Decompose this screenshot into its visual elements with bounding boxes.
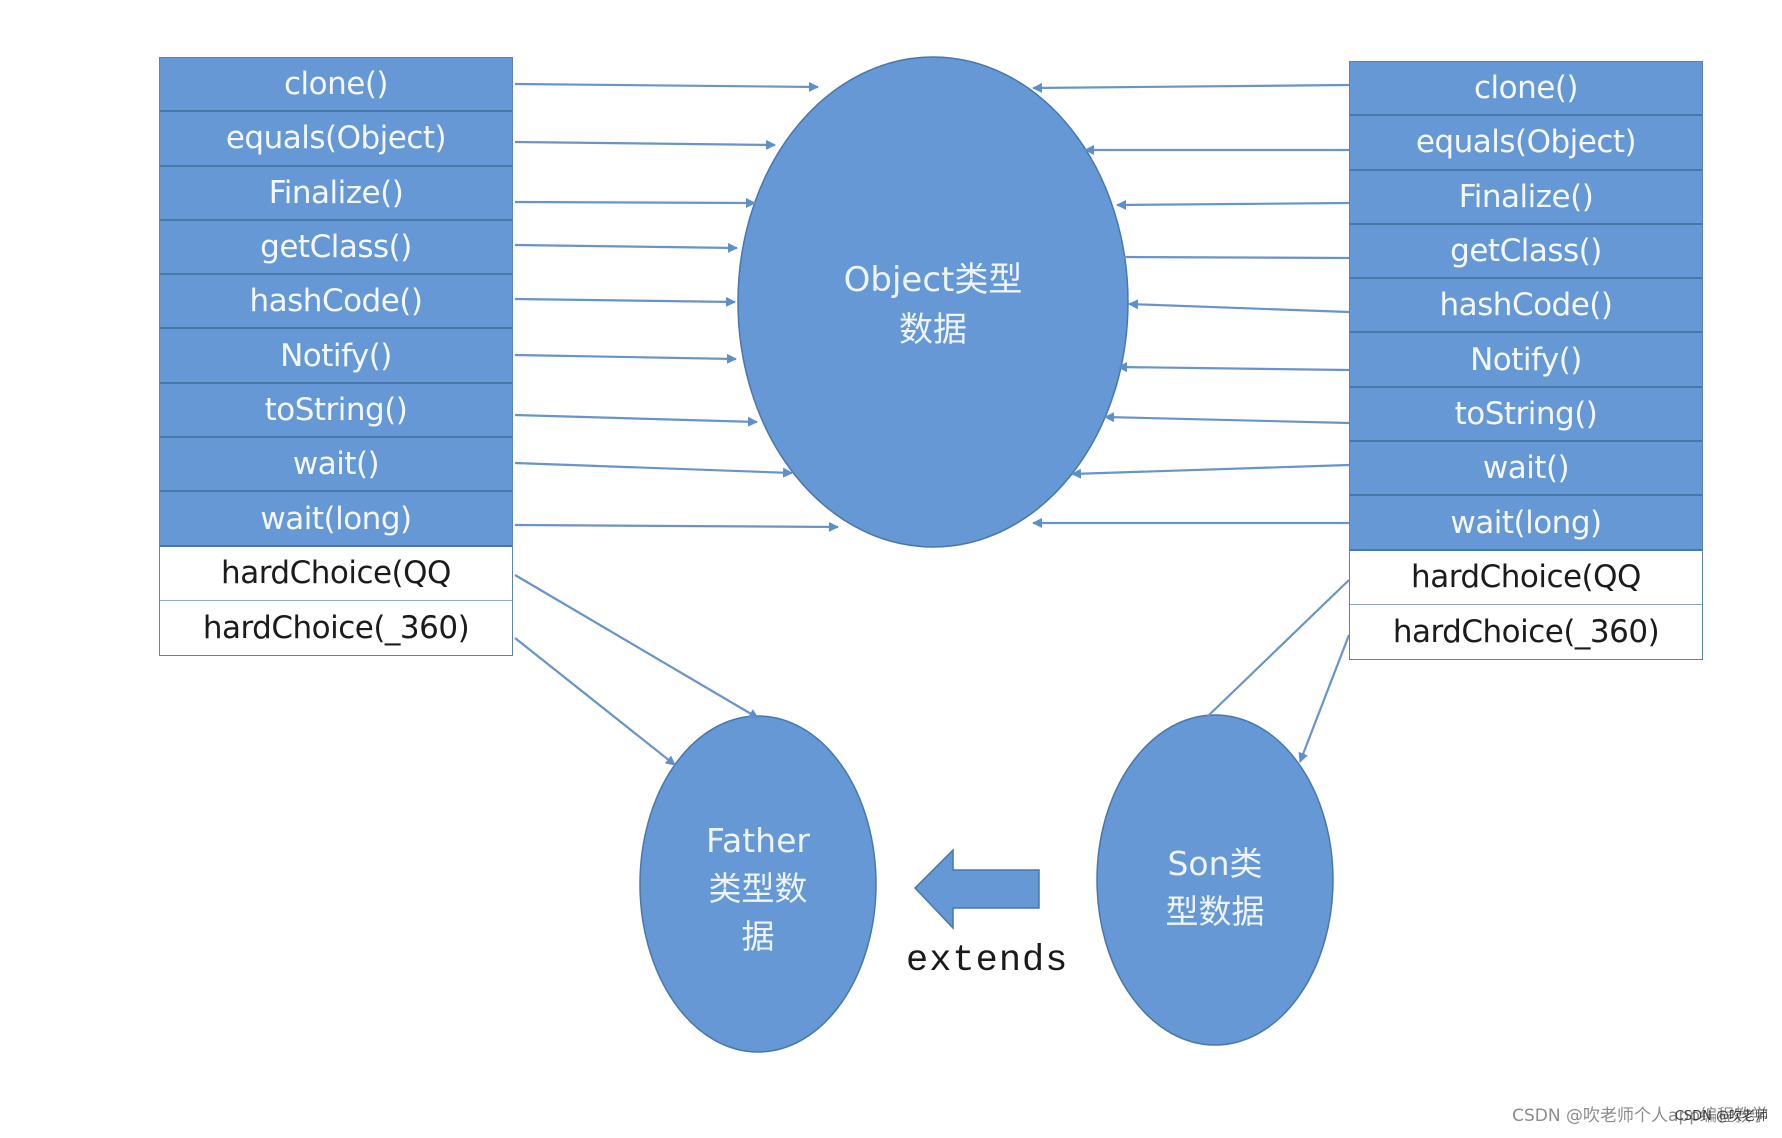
- method-row: equals(Object): [160, 112, 512, 167]
- son-ellipse: [1096, 714, 1334, 1046]
- own-method-row: hardChoice(QQ: [1350, 550, 1702, 605]
- object-label-line1: Object类型: [843, 260, 1023, 300]
- connector-finalize-left: [514, 197, 756, 208]
- method-row: clone(): [160, 58, 512, 113]
- own-method-row: hardChoice(_360): [1350, 604, 1702, 660]
- method-row: hashCode(): [160, 275, 512, 330]
- father-label-line2: 类型数: [708, 869, 808, 908]
- own-method-row: hardChoice(QQ: [160, 546, 512, 601]
- connector-hardchoice-qq-father: [514, 574, 759, 719]
- method-row: wait(): [160, 438, 512, 493]
- connector-hashcode-right: [1128, 299, 1350, 314]
- watermark-overlay: CSDN @吹老师: [1674, 1109, 1768, 1124]
- son-to-object-connectors: [1032, 82, 1350, 528]
- method-row: Notify(): [1350, 333, 1702, 388]
- son-label-line2: 型数据: [1165, 892, 1265, 931]
- method-row: wait(long): [1350, 496, 1702, 551]
- father-label-line3: 据: [741, 917, 775, 956]
- method-row: Finalize(): [160, 166, 512, 221]
- method-row: Notify(): [160, 329, 512, 384]
- son-node-label: Son类 型数据: [1166, 840, 1265, 936]
- connector-tostring-right: [1104, 412, 1350, 425]
- method-row: toString(): [1350, 387, 1702, 443]
- object-ellipse: [737, 56, 1129, 548]
- connector-wait-left: [514, 461, 793, 478]
- connector-waitlong-left: [514, 521, 839, 532]
- connector-hardchoice-360-father: [514, 637, 676, 766]
- connector-equals-left: [514, 139, 776, 150]
- method-row: Finalize(): [1350, 170, 1702, 225]
- father-label-line1: Father: [706, 821, 810, 860]
- connector-clone-left: [514, 81, 819, 92]
- father-to-object-connectors: [514, 81, 839, 532]
- connector-getclass-left: [514, 242, 738, 253]
- son-label-line1: Son类: [1167, 844, 1263, 883]
- connector-clone-right: [1032, 82, 1350, 93]
- method-row: hashCode(): [1350, 279, 1702, 334]
- object-label-line2: 数据: [898, 310, 967, 350]
- extends-label: extends: [906, 940, 1069, 982]
- connector-notify-left: [514, 353, 737, 364]
- method-row: getClass(): [1350, 224, 1702, 280]
- connector-hardchoice-qq-son: [1207, 579, 1350, 717]
- method-row: wait(): [1350, 442, 1702, 497]
- extends-arrow-icon: [913, 848, 1040, 930]
- connector-wait-right: [1071, 463, 1350, 479]
- method-row: clone(): [1350, 62, 1702, 117]
- method-row: getClass(): [160, 220, 512, 276]
- father-node-label: Father 类型数 据: [706, 817, 810, 961]
- own-method-connectors: [514, 574, 1351, 766]
- connector-hashcode-left: [514, 296, 736, 307]
- connector-finalize-right: [1116, 199, 1350, 210]
- connector-hardchoice-360-son: [1298, 634, 1351, 763]
- father-method-table: clone() equals(Object) Finalize() getCla…: [159, 57, 513, 657]
- method-row: equals(Object): [1350, 116, 1702, 171]
- method-row: wait(long): [160, 492, 512, 547]
- connector-tostring-left: [514, 413, 758, 427]
- son-method-table: clone() equals(Object) Finalize() getCla…: [1349, 61, 1703, 661]
- connector-getclass-right: [1122, 255, 1350, 260]
- watermark: CSDN @吹老师个人app编程教学: [1512, 1106, 1768, 1126]
- connector-notify-right: [1117, 362, 1350, 373]
- object-node-label: Object类型 数据: [844, 255, 1023, 355]
- own-method-row: hardChoice(_360): [160, 600, 512, 656]
- method-row: toString(): [160, 383, 512, 439]
